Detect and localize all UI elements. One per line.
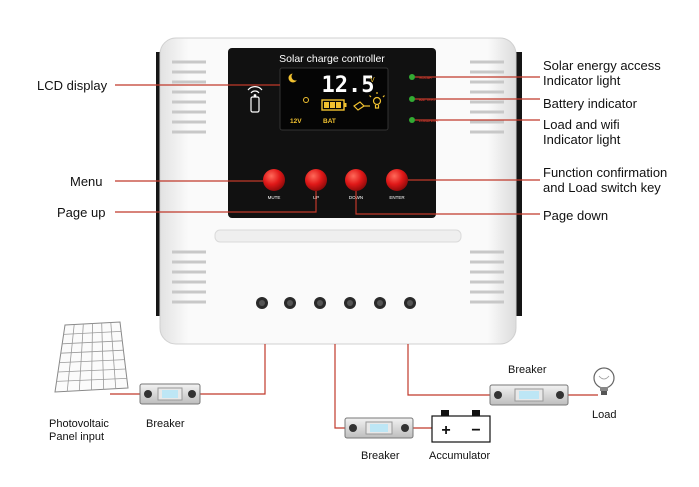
indicator-led-label: LOAD/WIFI bbox=[419, 119, 438, 123]
indicator-led-battery: BATTERY bbox=[409, 96, 437, 102]
wifi-phone-icon bbox=[247, 86, 263, 113]
lcd-voltage: 12.5 bbox=[322, 73, 375, 98]
accumulator-minus-sign: − bbox=[471, 422, 480, 439]
vent-top-left bbox=[172, 60, 206, 134]
callout-line-page-up bbox=[115, 191, 317, 213]
callout-lcd-display: LCD display bbox=[37, 78, 108, 93]
callout-solar-line2: Indicator light bbox=[543, 73, 621, 88]
breaker-left-label: Breaker bbox=[146, 418, 185, 430]
breaker-right bbox=[489, 384, 569, 406]
breaker-right-label: Breaker bbox=[508, 364, 547, 376]
callout-solar-line1: Solar energy access bbox=[543, 58, 661, 73]
callout-page-down: Page down bbox=[543, 208, 609, 223]
pv-input-line2: Panel input bbox=[49, 431, 105, 443]
vent-top-right bbox=[470, 60, 504, 134]
breaker-middle-label: Breaker bbox=[361, 450, 400, 462]
load-label: Load bbox=[592, 409, 617, 421]
terminal-screw bbox=[284, 297, 296, 309]
bulb-icon bbox=[369, 92, 385, 109]
accumulator-plus-sign: + bbox=[441, 422, 450, 439]
breaker-left bbox=[139, 383, 201, 405]
callout-battery-indicator: Battery indicator bbox=[543, 96, 637, 111]
battery-icon bbox=[321, 99, 347, 111]
indicator-led-solar: SOLAR bbox=[409, 74, 432, 80]
button-label: MUTE bbox=[268, 195, 281, 200]
vent-bottom-left bbox=[172, 250, 206, 304]
callout-page-up: Page up bbox=[57, 205, 106, 220]
callout-load-wifi-line1: Load and wifi bbox=[543, 117, 620, 132]
wiring-lines bbox=[110, 344, 598, 429]
lcd-battery-label: BAT bbox=[323, 118, 336, 125]
callout-function-line2: and Load switch key bbox=[543, 180, 661, 195]
terminal-block bbox=[256, 297, 416, 309]
callout-lines bbox=[115, 76, 540, 215]
accumulator: + − bbox=[431, 410, 491, 443]
lcd-screen: 12.5 V bbox=[279, 67, 389, 131]
terminal-screw bbox=[374, 297, 386, 309]
indicator-led-label: SOLAR bbox=[419, 76, 432, 80]
terminal-screw bbox=[404, 297, 416, 309]
breaker-middle bbox=[344, 417, 414, 439]
pv-input-line1: Photovoltaic bbox=[49, 418, 109, 430]
callout-line-page-down bbox=[355, 191, 540, 215]
solar-panel bbox=[54, 321, 129, 393]
callout-load-wifi-line2: Indicator light bbox=[543, 132, 621, 147]
vent-bottom-right bbox=[470, 250, 504, 304]
enter-button[interactable]: ENTER bbox=[386, 169, 408, 200]
callout-menu: Menu bbox=[70, 174, 103, 189]
button-label: ENTER bbox=[389, 195, 405, 200]
indicator-led-load-wifi: LOAD/WIFI bbox=[409, 117, 438, 123]
lcd-system-voltage: 12V bbox=[290, 118, 302, 125]
wire-battery bbox=[334, 344, 345, 429]
accumulator-label: Accumulator bbox=[429, 450, 491, 462]
front-panel: Solar charge controller 12.5 V bbox=[228, 48, 438, 218]
sun-icon bbox=[303, 97, 309, 103]
lcd-voltage-unit: V bbox=[370, 77, 375, 84]
mute-button[interactable]: MUTE bbox=[263, 169, 285, 200]
callout-function-line1: Function confirmation bbox=[543, 165, 668, 180]
load-bulb-icon bbox=[593, 367, 615, 395]
load-plug-icon bbox=[353, 101, 370, 111]
wire-load bbox=[407, 344, 490, 396]
wire-pv bbox=[200, 344, 266, 395]
indicator-led-label: BATTERY bbox=[419, 98, 437, 102]
terminal-screw bbox=[314, 297, 326, 309]
panel-title: Solar charge controller bbox=[279, 53, 385, 65]
terminal-screw bbox=[256, 297, 268, 309]
moon-icon bbox=[288, 72, 300, 83]
terminal-screw bbox=[344, 297, 356, 309]
